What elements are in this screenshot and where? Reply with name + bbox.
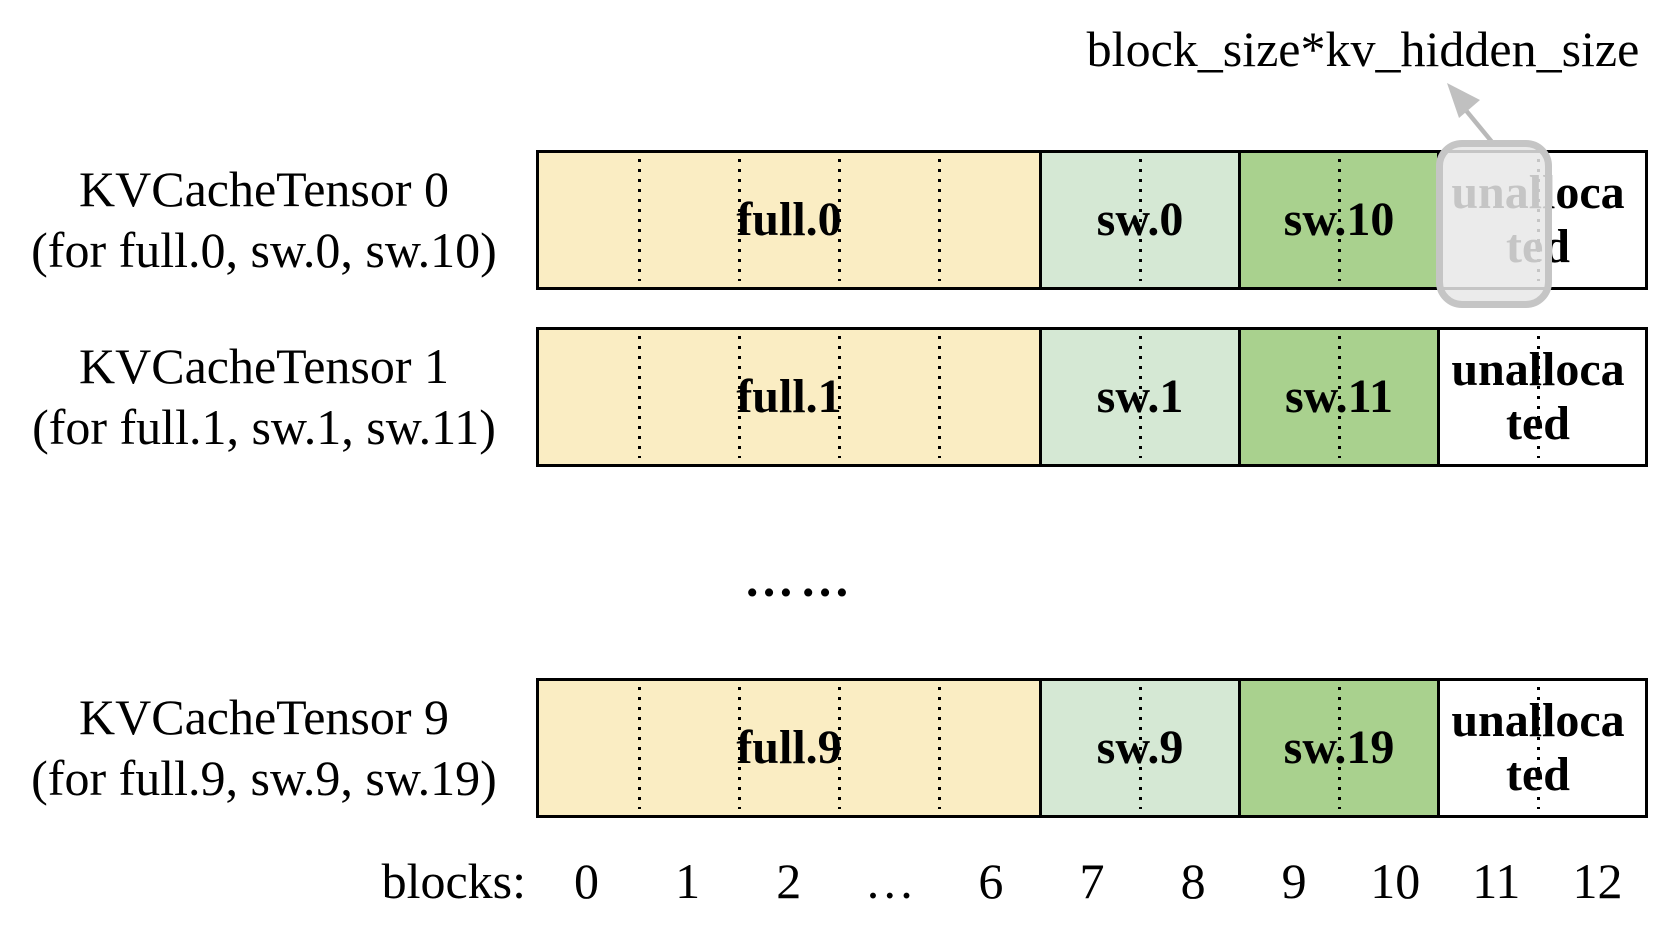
block-divider (1139, 159, 1142, 281)
tensor1-subtitle: (for full.1, sw.1, sw.11) (32, 399, 496, 455)
tensor9-bar: full.9 sw.9 sw.19 unalloca ted (536, 678, 1648, 818)
tensor1-label: KVCacheTensor 1 (for full.1, sw.1, sw.11… (18, 327, 510, 467)
rows-ellipsis: …… (744, 551, 856, 607)
block-index-11: 11 (1472, 853, 1521, 909)
tensor1-title: KVCacheTensor 1 (79, 338, 449, 394)
segment-label: sw.1 (1096, 370, 1184, 423)
blocks-axis-label: blocks: (381, 853, 526, 909)
tensor1-bar: full.1 sw.1 sw.11 unalloca ted (536, 327, 1648, 467)
block-divider (1537, 687, 1540, 809)
tensor1-segment-full: full.1 (539, 330, 1042, 464)
segment-label: sw.11 (1284, 370, 1394, 423)
tensor1-segment-sw: sw.1 (1042, 330, 1241, 464)
block-divider (938, 159, 941, 281)
block-index-0: 0 (574, 853, 600, 909)
tensor0-segment-sw2: sw.10 (1241, 153, 1440, 287)
segment-label: sw.9 (1096, 721, 1184, 774)
block-divider (638, 336, 641, 458)
block-index-8: 8 (1180, 853, 1206, 909)
block-index-10: 10 (1370, 853, 1421, 909)
block-index-1: 1 (675, 853, 701, 909)
segment-label: unalloca ted (1451, 694, 1625, 801)
block-index-2: 2 (776, 853, 802, 909)
block-divider (638, 159, 641, 281)
block-divider (1338, 336, 1341, 458)
segment-label: sw.19 (1283, 721, 1395, 774)
tensor1-segment-sw2: sw.11 (1241, 330, 1440, 464)
block-divider (838, 336, 841, 458)
segment-label: full.1 (736, 370, 842, 423)
block-divider (1139, 687, 1142, 809)
tensor9-title: KVCacheTensor 9 (79, 689, 449, 745)
block-index-9: 9 (1281, 853, 1307, 909)
segment-label: full.9 (736, 721, 842, 774)
block-divider (838, 687, 841, 809)
block-index-7: 7 (1079, 853, 1105, 909)
tensor9-label: KVCacheTensor 9 (for full.9, sw.9, sw.19… (18, 678, 510, 818)
block-divider (1537, 336, 1540, 458)
tensor0-segment-sw: sw.0 (1042, 153, 1241, 287)
block-index-12: 12 (1572, 853, 1623, 909)
tensor0-label: KVCacheTensor 0 (for full.0, sw.0, sw.10… (18, 150, 510, 290)
tensor9-segment-sw: sw.9 (1042, 681, 1241, 815)
tensor0-subtitle: (for full.0, sw.0, sw.10) (31, 222, 497, 278)
block-divider (738, 159, 741, 281)
segment-label: unalloca ted (1451, 343, 1625, 450)
tensor1-segment-unallocated: unalloca ted (1440, 330, 1636, 464)
block-divider (1338, 159, 1341, 281)
blocks-axis-ticks: 0 1 2 … 6 7 8 9 10 11 12 (536, 852, 1648, 916)
block-divider (1139, 336, 1142, 458)
segment-label: sw.0 (1096, 193, 1184, 246)
block-index-ellipsis: … (864, 853, 915, 909)
tensor0-title: KVCacheTensor 0 (79, 161, 449, 217)
block-divider (738, 336, 741, 458)
block-size-annotation: block_size*kv_hidden_size (1086, 21, 1640, 77)
tensor0-segment-full: full.0 (539, 153, 1042, 287)
tensor9-segment-full: full.9 (539, 681, 1042, 815)
block-divider (738, 687, 741, 809)
highlighted-block-outline (1436, 140, 1552, 308)
segment-label: sw.10 (1283, 193, 1395, 246)
block-divider (638, 687, 641, 809)
tensor9-subtitle: (for full.9, sw.9, sw.19) (31, 750, 497, 806)
block-divider (1338, 687, 1341, 809)
block-divider (938, 336, 941, 458)
block-divider (938, 687, 941, 809)
block-index-6: 6 (978, 853, 1004, 909)
block-divider (838, 159, 841, 281)
tensor9-segment-sw2: sw.19 (1241, 681, 1440, 815)
tensor9-segment-unallocated: unalloca ted (1440, 681, 1636, 815)
segment-label: full.0 (736, 193, 842, 246)
